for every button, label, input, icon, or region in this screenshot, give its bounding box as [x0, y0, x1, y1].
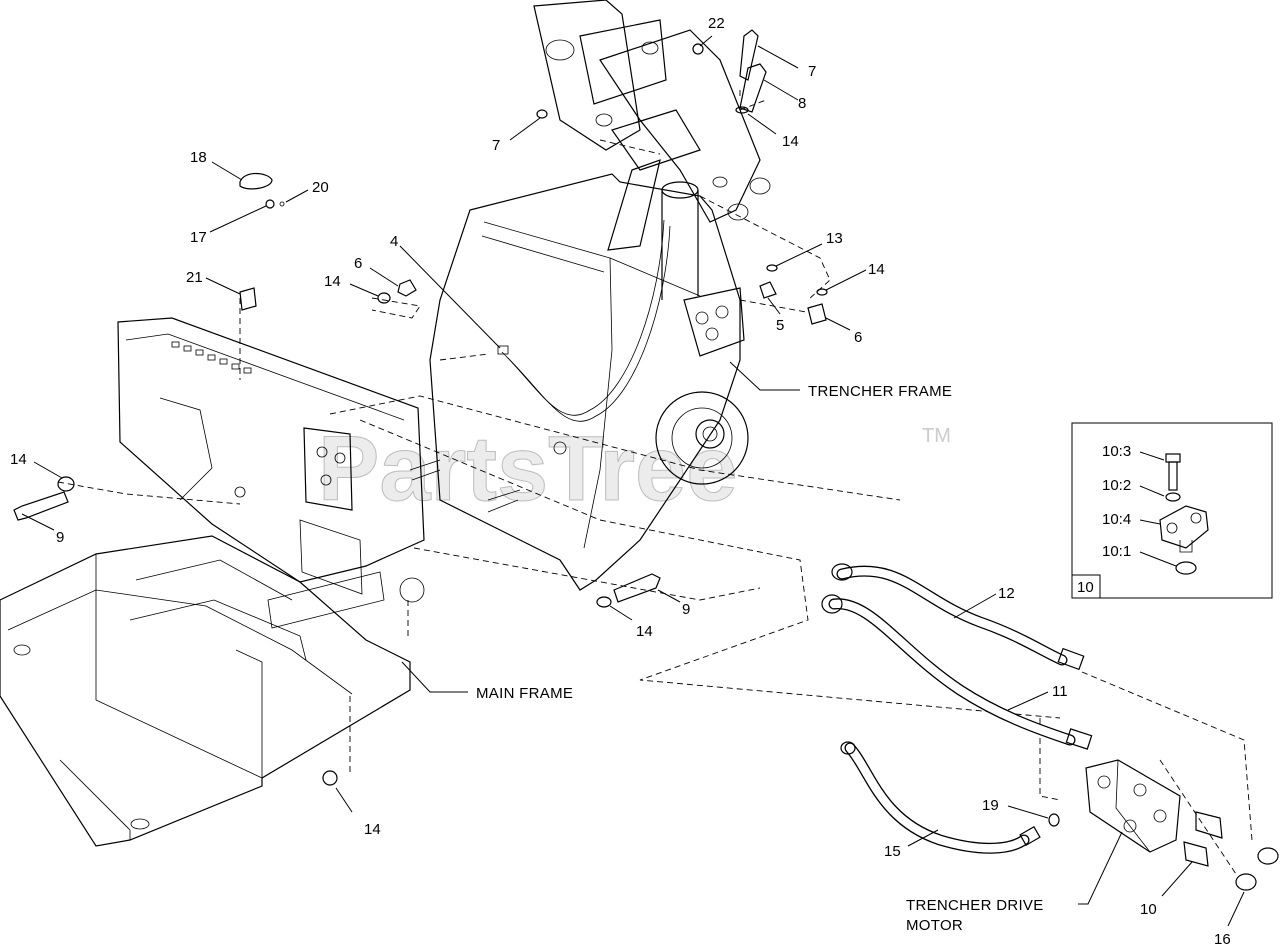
callout-numbers: 22 7 8 14 7 18 20 17 13 14 4 6 14 5 6 21… — [10, 15, 1231, 948]
callout-6-right: 6 — [854, 329, 862, 346]
inset-label-10-4: 10:4 — [1102, 511, 1131, 528]
inset-oring-icon — [1175, 561, 1197, 575]
inset-detail-box[interactable]: 10 10:3 10:2 10:4 10:1 — [1071, 422, 1273, 599]
callout-6-left: 6 — [354, 255, 362, 272]
pin-8-icon[interactable] — [739, 63, 767, 113]
callout-17: 17 — [190, 229, 207, 246]
callout-7-top: 7 — [808, 63, 816, 80]
main-frame-slots — [171, 341, 252, 374]
caption-main-frame: MAIN FRAME — [476, 685, 573, 702]
nut-22-icon[interactable] — [692, 43, 704, 55]
washer-14-far-left-icon[interactable] — [57, 476, 75, 492]
upper-mount-assembly[interactable] — [533, 0, 771, 251]
inset-label-10-2: 10:2 — [1102, 477, 1131, 494]
bolt-9-right-icon[interactable] — [613, 573, 661, 603]
callout-11: 11 — [1052, 683, 1068, 700]
caption-drive-motor-2: MOTOR — [906, 917, 963, 934]
callout-14-lower: 14 — [636, 623, 653, 640]
caption-trencher-frame: TRENCHER FRAME — [808, 383, 952, 400]
hose-12[interactable] — [831, 563, 1085, 671]
callout-16: 16 — [1214, 931, 1231, 948]
washer-14-lower-icon[interactable] — [596, 596, 612, 608]
inset-label-10-1: 10:1 — [1102, 543, 1131, 560]
trencher-frame[interactable] — [409, 173, 749, 591]
callout-22: 22 — [708, 15, 725, 32]
main-frame[interactable] — [0, 317, 425, 847]
pin-20-icon[interactable] — [279, 201, 285, 207]
washer-14-bottom-icon[interactable] — [322, 770, 338, 786]
hose-15[interactable] — [840, 741, 1041, 854]
callout-14-far-left: 14 — [10, 451, 27, 468]
bushing-5-icon[interactable] — [759, 281, 777, 299]
block-21-icon[interactable] — [239, 287, 257, 311]
hardware-parts[interactable] — [13, 29, 828, 786]
callout-18: 18 — [190, 149, 207, 166]
washer-14-icon[interactable] — [735, 106, 749, 114]
captions: TRENCHER FRAME MAIN FRAME TRENCHER DRIVE… — [476, 383, 1044, 934]
trencher-drive-motor[interactable] — [1048, 759, 1279, 891]
callout-10: 10 — [1140, 901, 1157, 918]
callout-15: 15 — [884, 843, 901, 860]
callout-21: 21 — [186, 269, 203, 286]
callout-9-left: 9 — [56, 529, 64, 546]
bolt-9-left-icon[interactable] — [13, 491, 69, 521]
inset-label-10-3: 10:3 — [1102, 443, 1131, 460]
callout-12: 12 — [998, 585, 1015, 602]
callout-14-bottom: 14 — [364, 821, 381, 838]
caption-drive-motor-1: TRENCHER DRIVE — [906, 897, 1044, 914]
nut-6-right-icon[interactable] — [807, 303, 827, 325]
callout-8: 8 — [798, 95, 806, 112]
inset-flange-icon — [1159, 505, 1209, 549]
nut-6-icon[interactable] — [397, 279, 417, 297]
callout-14-right: 14 — [868, 261, 885, 278]
washer-14-right-icon[interactable] — [816, 288, 828, 296]
leader-lines — [21, 35, 1245, 927]
watermark-text: PartsTree — [318, 418, 737, 520]
plug-7-icon[interactable] — [536, 109, 548, 119]
bolt-7-icon[interactable] — [739, 29, 759, 81]
ring-13-icon[interactable] — [766, 264, 778, 272]
washer-17-icon[interactable] — [265, 199, 275, 209]
hose-11[interactable] — [821, 594, 1093, 750]
callout-5: 5 — [776, 317, 784, 334]
callout-7-left: 7 — [492, 137, 500, 154]
watermark-tm: TM — [922, 425, 951, 447]
clip-18-icon[interactable] — [239, 172, 273, 190]
washer-14-left-icon[interactable] — [377, 292, 391, 304]
callout-14-top: 14 — [782, 133, 799, 150]
callout-13: 13 — [826, 230, 843, 247]
inset-box-number: 10 — [1077, 579, 1094, 596]
callout-19: 19 — [982, 797, 999, 814]
callout-14-left: 14 — [324, 273, 341, 290]
callout-9-right: 9 — [682, 601, 690, 618]
callout-20: 20 — [312, 179, 329, 196]
inset-washer-icon — [1165, 492, 1181, 502]
callout-4: 4 — [390, 233, 398, 250]
